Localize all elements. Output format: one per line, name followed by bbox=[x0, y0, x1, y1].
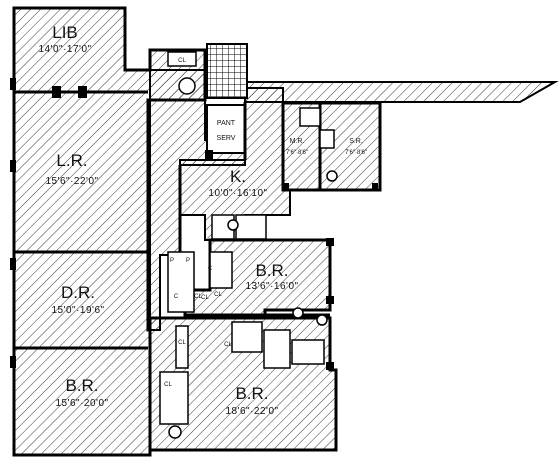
closet-labels: CL CL CL CL CL CL CL C C P P bbox=[164, 58, 232, 388]
servants-room-name: S.R. bbox=[349, 138, 363, 145]
closet-label: CL bbox=[214, 292, 222, 298]
room-areas bbox=[12, 6, 559, 457]
pantry-serv: SERV bbox=[217, 135, 236, 142]
room-labels: LIB 14'0"·17'0" L.R. 15'6"·22'0" D.R. 15… bbox=[38, 23, 367, 417]
pantry-small-label: P bbox=[186, 258, 190, 264]
shaft-circle bbox=[178, 77, 196, 95]
library-dims: 14'0"·17'0" bbox=[38, 44, 91, 55]
bedroom-e-dims: 13'6"·16'0" bbox=[245, 281, 298, 292]
library-name: LIB bbox=[52, 23, 78, 42]
dining-room-name: D.R. bbox=[61, 283, 95, 302]
fixtures bbox=[159, 51, 338, 439]
closet-short-label: C bbox=[208, 266, 213, 272]
kitchen-dims: 10'0"·16'10" bbox=[208, 188, 267, 199]
pantry-name: PANT bbox=[217, 120, 236, 127]
bedroom-e-name: B.R. bbox=[255, 261, 288, 280]
living-room-dims: 15'6"·22'0" bbox=[45, 176, 98, 187]
closet-label: CL bbox=[224, 342, 232, 348]
kitchen-name: K. bbox=[230, 167, 246, 186]
piers bbox=[10, 78, 378, 370]
bedroom-s-dims: 18'6"·22'0" bbox=[225, 406, 278, 417]
stair-grid bbox=[206, 43, 248, 99]
maids-room-name: M.R. bbox=[290, 138, 305, 145]
closet-label: CL bbox=[178, 58, 186, 64]
bedroom-sw-name: B.R. bbox=[65, 376, 98, 395]
pantry-small-label: P bbox=[170, 258, 174, 264]
servants-room-dims: 7'6"·8'6" bbox=[345, 150, 367, 156]
pantry-block bbox=[206, 104, 246, 154]
living-room-name: L.R. bbox=[56, 151, 87, 170]
maids-room-dims: 7'6"·8'6" bbox=[286, 150, 308, 156]
walls bbox=[14, 90, 330, 450]
closet-short-label: C bbox=[174, 294, 179, 300]
stair-core bbox=[178, 43, 248, 154]
closet-label: CL bbox=[201, 295, 209, 301]
closet-label: CL bbox=[164, 382, 172, 388]
closet-label: CL bbox=[194, 294, 202, 300]
bedroom-sw-dims: 15'6"·20'0" bbox=[55, 398, 108, 409]
dining-room-dims: 15'0"·19'6" bbox=[51, 305, 104, 316]
east-corridor bbox=[244, 81, 559, 103]
closet-label: CL bbox=[178, 340, 186, 346]
bedroom-s-name: B.R. bbox=[235, 384, 268, 403]
